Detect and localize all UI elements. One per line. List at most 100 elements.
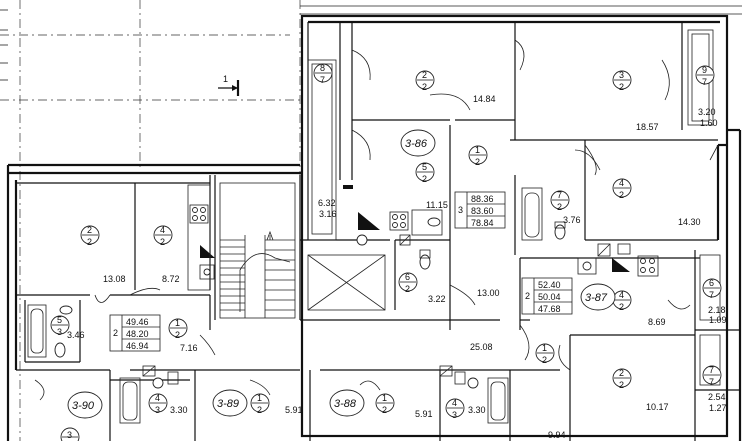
label-rooms-r-3-2-top-num: 3 (619, 70, 624, 80)
label-rooms-r-4-3-b-area: 3.30 (468, 405, 486, 415)
label-rooms-r-6-7-area-b: 1.09 (709, 315, 727, 325)
label-rooms-r-2-2-left-num: 2 (87, 225, 92, 235)
label-rooms-area-994: 9.94 (548, 430, 566, 440)
label-rooms-r-6-2-mid-area: 3.22 (428, 294, 446, 304)
label-rooms-r-3-2-top-den: 2 (619, 82, 624, 92)
label-rooms-r-11-15-area: 11.15 (426, 200, 448, 210)
label-rooms-r-1-2-mid-num: 1 (475, 145, 480, 155)
label-rooms-r-4-2-r87-area: 8.69 (648, 317, 666, 327)
label-rooms-r-1-2-corr-den: 2 (542, 355, 547, 365)
label-rooms-r-3-2-top-area: 18.57 (636, 122, 659, 132)
label-rooms-r-6-7-num: 6 (709, 278, 714, 288)
label-rooms-r-1-2-left-num: 1 (175, 318, 180, 328)
label-rooms-r-6-2-mid-den: 2 (405, 284, 410, 294)
label-rooms-r-2-2-left-area: 13.08 (103, 274, 126, 284)
label-apartments-a87-label: 3-87 (585, 292, 608, 304)
label-apartments-a90-a1: 49.46 (126, 317, 149, 327)
label-rooms-r-4-3-b-den: 3 (452, 410, 457, 420)
label-apartments-a86-a2: 83.60 (471, 206, 494, 216)
label-apartments-a88-label: 3-88 (334, 398, 357, 410)
section-number: 1 (223, 74, 228, 84)
label-rooms-r-1-2-mid-area: 13.00 (477, 288, 500, 298)
label-rooms-r-1-2-89-num: 1 (257, 393, 262, 403)
label-rooms-r-8-7-area-b: 3.16 (319, 209, 337, 219)
label-apartments-a87-a1: 52.40 (538, 280, 561, 290)
label-apartments-a89-label: 3-89 (217, 398, 239, 410)
label-rooms-r-8-7-num: 8 (320, 63, 325, 73)
label-apartments-a90-rooms: 2 (113, 328, 118, 338)
label-rooms-r-9-7-den: 7 (702, 77, 707, 87)
label-rooms-r-7-2-right-den: 2 (557, 202, 562, 212)
label-rooms-r-4-2-r87-den: 2 (619, 302, 624, 312)
label-rooms-r-4-2-r87-num: 4 (619, 290, 624, 300)
section-marker (218, 80, 240, 96)
area-tables (109, 191, 573, 352)
staircase (219, 182, 296, 319)
label-rooms-r-5-2-num: 5 (422, 162, 427, 172)
label-rooms-r-6-7-area-a: 2.18 (708, 305, 726, 315)
label-rooms-r-5-3-left-den: 3 (57, 327, 62, 337)
section-marker-label: 1 (223, 74, 228, 84)
label-apartments-a86-a1: 88.36 (471, 194, 494, 204)
label-rooms-r-9-7-num: 9 (702, 65, 707, 75)
label-rooms-r-9-7-area-a: 3.20 (698, 107, 716, 117)
label-apartments-a87-a2: 50.04 (538, 292, 561, 302)
label-rooms-r-4-3-b-num: 4 (452, 398, 457, 408)
label-apartments-a90-a2: 48.20 (126, 329, 149, 339)
label-rooms-r-7-7-den: 7 (709, 377, 714, 387)
label-apartments-a86-label: 3-86 (405, 138, 428, 150)
label-rooms-r-6-2-mid-num: 6 (405, 272, 410, 282)
interior-walls (16, 22, 740, 441)
label-rooms-r-1-2-mid-den: 2 (475, 157, 480, 167)
label-rooms-r-5-2-den: 2 (422, 174, 427, 184)
shafts (307, 29, 721, 386)
label-rooms-r-1-2-left-den: 2 (175, 330, 180, 340)
label-rooms-r-5-3-left-num: 5 (57, 315, 62, 325)
room-texts: 8 7 2 2 14.84 3 2 18.57 9 7 3.20 1.60 6.… (57, 63, 727, 440)
label-rooms-r-2-2-br-area: 10.17 (646, 402, 669, 412)
label-apartments-a90-label: 3-90 (72, 400, 95, 412)
room-markers (50, 63, 722, 441)
label-rooms-r-2-2-br-den: 2 (619, 380, 624, 390)
outer-walls (6, 14, 742, 441)
label-rooms-r-2-2-top-area: 14.84 (473, 94, 496, 104)
label-rooms-r-8-7-area-a: 6.32 (318, 198, 336, 208)
label-rooms-r-7-2-right-area: 3.76 (563, 215, 581, 225)
label-rooms-r-4-3-a-area: 3.30 (170, 405, 188, 415)
label-rooms-r-1-2-88-area: 5.91 (415, 409, 433, 419)
label-rooms-r-9-7-area-b: 1.60 (700, 118, 718, 128)
label-rooms-r-4-3-a-num: 4 (155, 393, 160, 403)
label-rooms-r-1-2-corr-num: 1 (542, 343, 547, 353)
label-apartments-a87-rooms: 2 (525, 291, 530, 301)
label-rooms-r-2-2-top-den: 2 (422, 82, 427, 92)
label-rooms-r-2-2-br-num: 2 (619, 368, 624, 378)
label-rooms-r-4-2-right-den: 2 (619, 190, 624, 200)
elevator (307, 254, 386, 311)
label-apartments-a87-a3: 47.68 (538, 304, 561, 314)
label-rooms-r-1-2-left-area: 7.16 (180, 343, 198, 353)
label-rooms-r-1-2-88-den: 2 (382, 405, 387, 415)
door-swings (34, 39, 719, 401)
label-rooms-r-7-7-area-b: 1.27 (709, 403, 727, 413)
label-rooms-r-2-2-top-num: 2 (422, 70, 427, 80)
label-rooms-r-4-2-left-area: 8.72 (162, 274, 180, 284)
label-rooms-r-1-2-89-area: 5.91 (285, 405, 303, 415)
label-rooms-r-5-3-left-area: 3.46 (67, 330, 85, 340)
label-rooms-r-7-7-area-a: 2.54 (708, 392, 726, 402)
label-apartments-a86-a3: 78.84 (471, 218, 494, 228)
label-rooms-r-7-7-num: 7 (709, 365, 714, 375)
label-rooms-r-4-2-right-area: 14.30 (678, 217, 701, 227)
label-rooms-r-4-2-right-num: 4 (619, 178, 624, 188)
label-rooms-r-4-3-a-den: 3 (155, 405, 160, 415)
label-rooms-r-4-2-left-den: 2 (160, 237, 165, 247)
fixtures (27, 184, 659, 424)
label-rooms-r-7-2-right-num: 7 (557, 190, 562, 200)
label-rooms-r-1-2-corr-area: 25.08 (470, 342, 493, 352)
label-rooms-r-1-2-88-num: 1 (382, 393, 387, 403)
label-rooms-r-2-2-left-den: 2 (87, 237, 92, 247)
label-apartments-a90-a3: 46.94 (126, 341, 149, 351)
top-ruler (300, 5, 742, 15)
label-apartments-a86-rooms: 3 (458, 205, 463, 215)
label-rooms-r-8-7-den: 7 (320, 75, 325, 85)
